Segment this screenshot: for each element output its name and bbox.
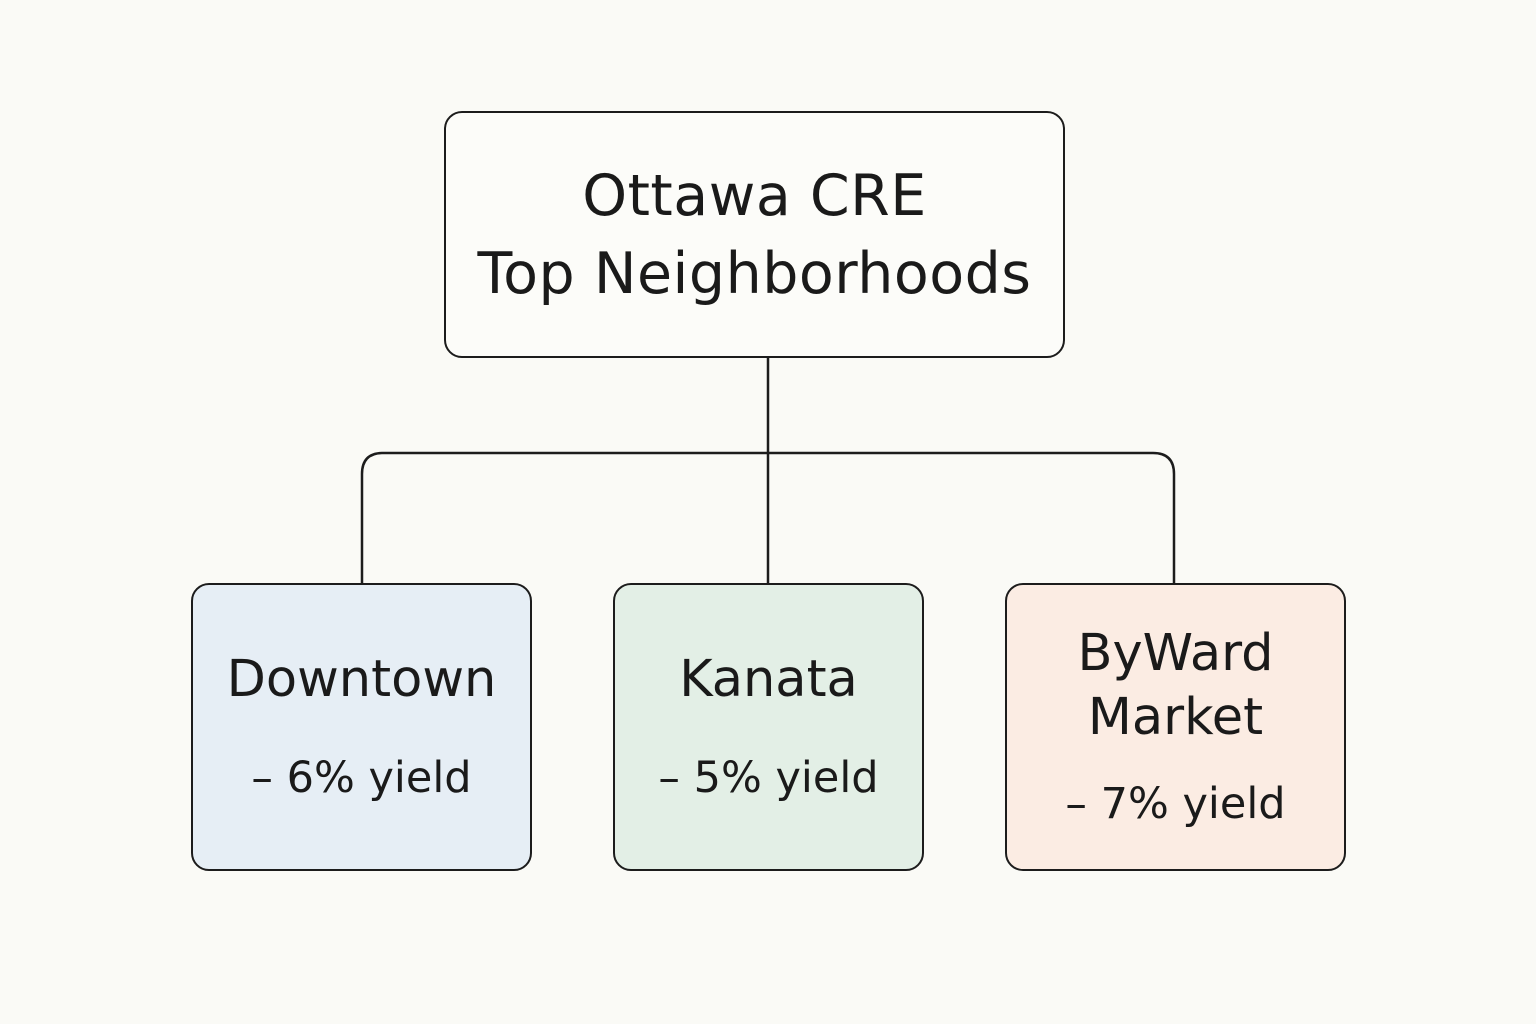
node-byward-market: ByWard Market – 7% yield <box>1005 583 1346 871</box>
node-downtown: Downtown – 6% yield <box>191 583 532 871</box>
node-name-line2: Market <box>1087 688 1264 747</box>
node-name: Downtown <box>226 650 497 709</box>
node-yield: – 6% yield <box>251 753 472 803</box>
node-kanata: Kanata – 5% yield <box>613 583 924 871</box>
node-yield: – 5% yield <box>658 753 879 803</box>
root-title-line2: Top Neighborhoods <box>477 240 1032 307</box>
root-node: Ottawa CRE Top Neighborhoods <box>444 111 1065 358</box>
node-name: Kanata <box>679 650 858 709</box>
node-name-line1: ByWard <box>1077 624 1274 683</box>
node-yield: – 7% yield <box>1065 779 1286 829</box>
root-title-line1: Ottawa CRE <box>582 162 927 229</box>
